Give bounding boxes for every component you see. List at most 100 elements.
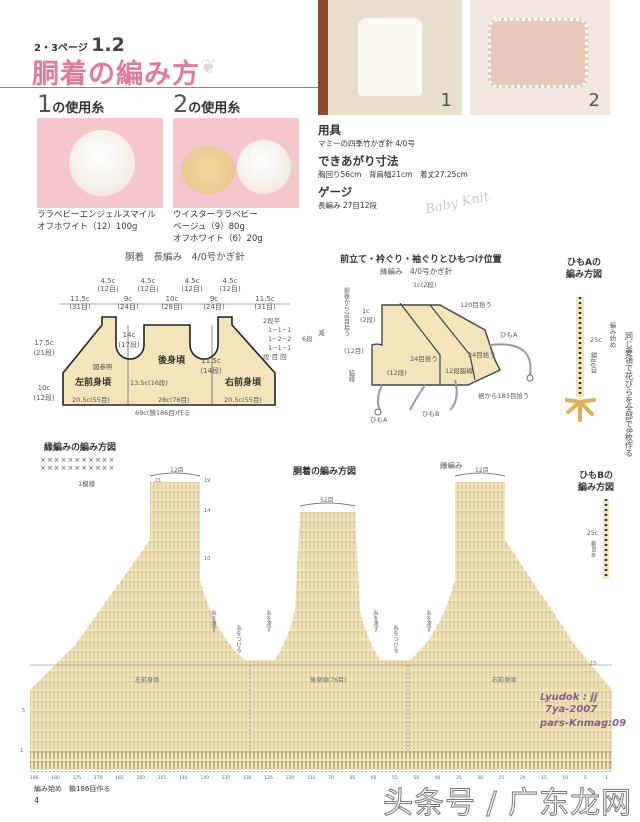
svg-text:糸を渡す: 糸を渡す [425,609,432,633]
svg-text:糸をつける: 糸をつける [235,624,242,653]
column-number: 5 [584,775,587,780]
yarn-1-photo [37,118,163,208]
svg-text:12目: 12目 [170,467,184,474]
svg-text:前後から78目拾う: 前後から78目拾う [343,286,350,337]
svg-text:Lyudok : jj: Lyudok : jj [540,692,598,703]
column-number: 165 [115,775,124,780]
site-watermark: 头条号 / 广东龙网 [382,786,633,822]
cord-a-chart: 25c 鎖80目 編み始め 同じ要領で花びらを全部で8枚作る [565,297,634,457]
cord-b-chart: 25c 鎖80目 [587,499,609,579]
svg-text:(12目): (12目) [219,285,241,293]
svg-text:1−1−1: 1−1−1 [268,344,291,352]
column-number: 135 [222,775,231,780]
svg-text:後身頃(76目): 後身頃(76目) [310,676,346,684]
svg-text:10c: 10c [38,384,51,392]
column-number: 120 [286,775,295,780]
svg-text:糸をつける: 糸をつける [392,624,399,653]
svg-text:14c: 14c [123,331,136,339]
svg-text:25c: 25c [590,336,602,344]
column-number: 145 [179,775,188,780]
svg-text:(12段): (12段) [33,393,55,402]
svg-text:21: 21 [155,478,161,484]
column-number: 25 [499,775,505,780]
svg-text:1: 1 [20,748,23,754]
svg-text:左前身頃: 左前身頃 [135,676,159,684]
section-number: 1.2 [91,34,125,56]
svg-text:減: 減 [318,328,325,337]
svg-text:17.5c: 17.5c [34,339,54,347]
svg-text:4.5c: 4.5c [223,277,238,285]
svg-text:(24目): (24目) [203,303,225,311]
svg-text:10: 10 [204,556,210,562]
yarn-1-caption: ララベビーエンジェルスマイルオフホワイト（12）100g [37,210,156,232]
svg-text:12目: 12目 [475,467,489,474]
svg-text:右前身頃: 右前身頃 [224,376,262,388]
svg-text:20.5c(55目): 20.5c(55目) [72,396,110,404]
svg-text:20.5c(55目): 20.5c(55目) [224,396,262,404]
wing-icon: ❦ [200,54,217,78]
column-number: 30 [477,775,483,780]
column-number: 60 [371,775,377,780]
svg-text:(31目): (31目) [254,303,276,311]
edging-chart-title: 縁編みの編み方図 [44,443,117,453]
svg-text:11.5c: 11.5c [201,357,221,365]
svg-text:(17段): (17段) [118,340,140,349]
column-number: 125 [264,775,273,780]
svg-text:4.5c: 4.5c [101,277,116,285]
svg-text:図参照: 図参照 [93,362,113,371]
svg-text:鎖80目: 鎖80目 [589,351,597,375]
column-number: 170 [94,775,103,780]
cord-b-title: ひもBの編み方図 [578,471,615,493]
column-number: 55 [392,775,398,780]
repeat-label: 1模様 [78,480,96,488]
start-note: 編み始め 鎖186目作る [34,785,111,793]
edging-stitch-row: ×××××××××××××××××××××× [40,456,116,472]
svg-text:5: 5 [22,708,25,714]
svg-text:15: 15 [590,661,596,667]
svg-text:ひもA: ひもA [500,331,518,339]
vest-shape [488,18,588,88]
svg-text:7ya-2007: 7ya-2007 [545,704,597,715]
svg-text:ひもA: ひもA [370,416,388,424]
svg-text:11.5c: 11.5c [70,295,90,303]
svg-text:9c: 9c [124,295,132,303]
column-number: 65 [349,775,355,780]
svg-text:編み始め: 編み始め [608,321,616,349]
vest-shape [358,18,422,96]
svg-text:裾から183目拾う: 裾から183目拾う [478,391,529,400]
svg-text:25c: 25c [587,530,598,537]
svg-text:4.5c: 4.5c [141,277,156,285]
column-number: 70 [328,775,334,780]
svg-text:後身頃: 後身頃 [158,354,186,366]
column-number: 10 [562,775,568,780]
svg-text:鎖80目: 鎖80目 [590,540,596,558]
svg-text:28c(76目): 28c(76目) [158,396,190,404]
svg-text:69c(鎖186目)作る: 69c(鎖186目)作る [135,408,190,417]
svg-text:1−1−1: 1−1−1 [268,326,291,334]
svg-text:ひもB: ひもB [422,410,439,418]
svg-text:19: 19 [204,478,210,484]
column-number: 50 [413,775,419,780]
svg-text:(31目): (31目) [69,303,91,311]
svg-text:脇線: 脇線 [460,366,474,375]
svg-text:(12目): (12目) [137,285,159,293]
svg-text:糸を渡す: 糸を渡す [372,609,379,633]
svg-text:9c: 9c [210,295,218,303]
column-number: 175 [73,775,82,780]
body-schematic: 胴着 長編み 4/0号かぎ針 4.5c(12目) 4.5c(12目) 4.5c(… [33,251,325,417]
svg-text:(21段): (21段) [33,348,55,357]
cord-a-petal-note: 同じ要領で花びらを全部で8枚作る [625,332,634,457]
svg-text:1c: 1c [362,307,370,315]
edging-label: 縁編み [440,460,463,470]
photo-label: 2 [588,90,600,111]
main-chart-title: 胴着の編み方図 [293,467,357,477]
column-number: 35 [456,775,462,780]
svg-text:(28目): (28目) [161,303,183,311]
svg-text:1c(2段): 1c(2段) [413,280,436,289]
column-number: 1 [605,775,608,780]
svg-text:右前身頃: 右前身頃 [492,676,516,684]
page-ref: 2・3ページ 1.2 [34,34,125,56]
column-number: 40 [435,775,441,780]
